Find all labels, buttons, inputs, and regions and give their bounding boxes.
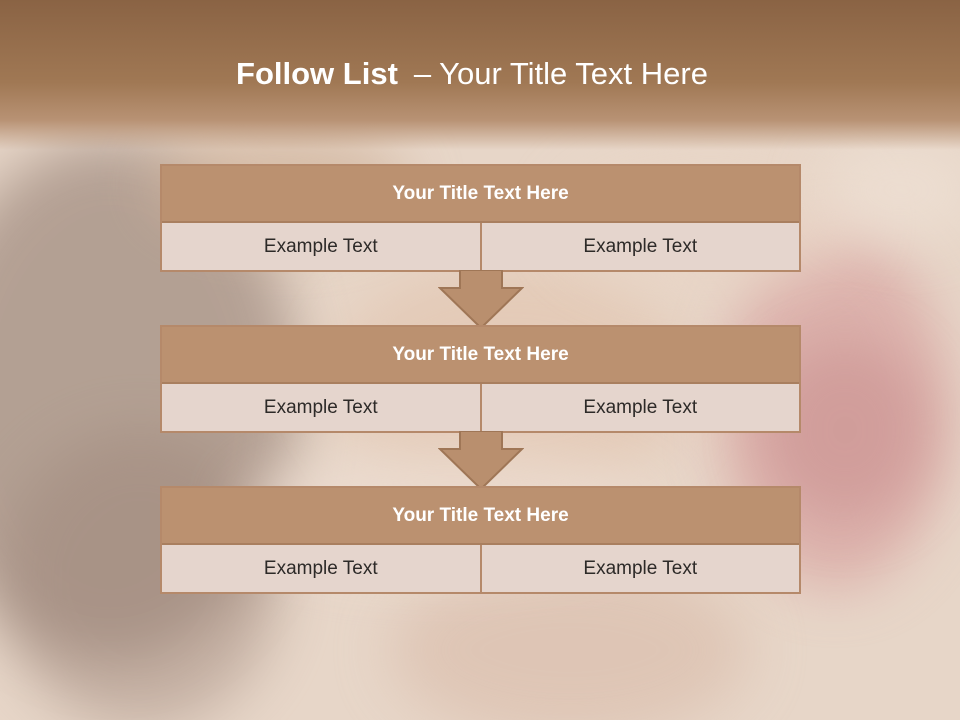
step-row: Example Text Example Text (162, 545, 799, 592)
step-row: Example Text Example Text (162, 384, 799, 431)
step-title: Your Title Text Here (162, 327, 799, 384)
step-right-text: Example Text (479, 223, 799, 270)
slide-title-rest: Your Title Text Here (439, 56, 708, 91)
step-title: Your Title Text Here (162, 488, 799, 545)
step-box: Your Title Text Here Example Text Exampl… (160, 325, 801, 433)
slide-title-dash: – (413, 56, 432, 91)
step-left-text: Example Text (162, 384, 480, 431)
slide-title-bold: Follow List (236, 56, 398, 91)
step-title: Your Title Text Here (162, 166, 799, 223)
step-row: Example Text Example Text (162, 223, 799, 270)
title-bar (0, 0, 960, 150)
down-arrow-icon (438, 270, 524, 330)
step-box: Your Title Text Here Example Text Exampl… (160, 164, 801, 272)
slide-title: Follow List–Your Title Text Here (0, 56, 944, 92)
step-right-text: Example Text (479, 545, 799, 592)
step-right-text: Example Text (479, 384, 799, 431)
down-arrow-icon (438, 431, 524, 491)
step-box: Your Title Text Here Example Text Exampl… (160, 486, 801, 594)
step-left-text: Example Text (162, 223, 480, 270)
step-left-text: Example Text (162, 545, 480, 592)
